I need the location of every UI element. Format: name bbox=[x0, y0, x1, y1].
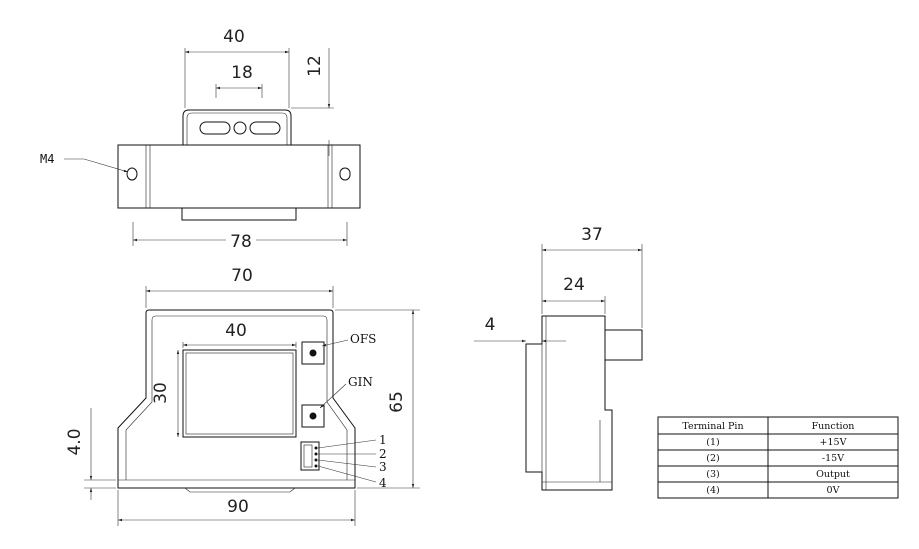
front-outer-profile bbox=[117, 309, 356, 489]
dim-top-width: 40 bbox=[223, 27, 245, 47]
offset-pot bbox=[301, 341, 325, 365]
side-connector-boss bbox=[604, 329, 643, 361]
gain-pot-screw-icon bbox=[309, 412, 317, 420]
side-view: 37 24 4 bbox=[474, 225, 643, 491]
dim-top-height: 12 bbox=[305, 55, 325, 77]
dim-side-inner: 24 bbox=[563, 275, 585, 295]
label-mount-hole: M4 bbox=[40, 152, 54, 166]
side-profile bbox=[525, 315, 613, 491]
pin-label-2: 2 bbox=[379, 447, 387, 461]
gain-pot bbox=[301, 404, 325, 428]
table-cell-function-4: 0V bbox=[827, 485, 840, 496]
offset-pot-screw-icon bbox=[309, 349, 317, 357]
top-main-body bbox=[117, 144, 361, 209]
front-view: OFS GIN 1 2 3 4 70 40 30 bbox=[65, 266, 420, 526]
table-header-terminal-pin: Terminal Pin bbox=[682, 421, 743, 432]
dim-window-height: 30 bbox=[151, 382, 171, 404]
mount-hole-right bbox=[339, 167, 351, 181]
table-border bbox=[657, 416, 899, 499]
dim-base-thickness: 4.0 bbox=[65, 428, 85, 455]
dim-window-width: 40 bbox=[225, 321, 247, 341]
table-cell-function-3: Output bbox=[816, 469, 850, 480]
table-cell-function-2: -15V bbox=[822, 453, 844, 464]
pin-label-4: 4 bbox=[379, 476, 387, 490]
aperture-window bbox=[182, 349, 297, 438]
dim-base-width: 90 bbox=[227, 497, 249, 517]
top-slot-right bbox=[249, 121, 281, 135]
table-cell-pin-2: (2) bbox=[706, 453, 719, 464]
mount-hole-left bbox=[126, 167, 138, 181]
top-hole-center bbox=[233, 121, 247, 135]
table-cell-pin-3: (3) bbox=[706, 469, 719, 480]
top-view: 40 18 12 M4 78 bbox=[40, 27, 361, 252]
dim-front-height: 65 bbox=[387, 391, 407, 413]
table-cell-pin-4: (4) bbox=[706, 485, 719, 496]
top-slot-left bbox=[199, 121, 231, 135]
table-cell-function-1: +15V bbox=[820, 437, 847, 448]
dim-front-width: 70 bbox=[231, 266, 253, 286]
terminal-connector bbox=[300, 441, 320, 471]
table-header-function: Function bbox=[812, 421, 855, 432]
pin-function-table: Terminal Pin Function (1) +15V (2) -15V … bbox=[657, 416, 899, 499]
dim-side-wall: 4 bbox=[485, 315, 496, 335]
top-bottom-tab bbox=[181, 208, 297, 221]
dim-mount-width: 78 bbox=[230, 232, 252, 252]
label-offset-pot: OFS bbox=[350, 332, 376, 346]
top-connector-boss bbox=[182, 109, 292, 145]
dim-side-depth: 37 bbox=[581, 225, 603, 245]
table-cell-pin-1: (1) bbox=[706, 437, 719, 448]
pin-label-1: 1 bbox=[379, 433, 387, 447]
label-gain-pot: GIN bbox=[348, 375, 373, 389]
dim-top-inner: 18 bbox=[231, 63, 253, 83]
pin-label-3: 3 bbox=[379, 460, 387, 474]
